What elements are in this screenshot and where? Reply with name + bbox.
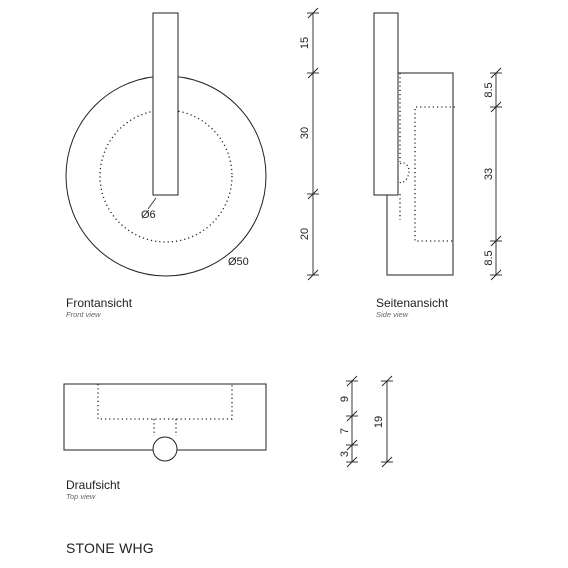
dim-top-right-total: 19 xyxy=(373,416,385,428)
large-diameter-label: Ø50 xyxy=(228,256,249,268)
top-view-caption: Draufsicht Top view xyxy=(66,478,120,502)
product-name: STONE WHG xyxy=(66,540,154,556)
small-diameter-leader xyxy=(147,197,157,210)
front-view xyxy=(65,12,267,277)
dim-front-middle: 30 xyxy=(299,127,311,139)
dim-tick xyxy=(346,375,358,387)
front-view-subtitle: Front view xyxy=(66,310,101,319)
top-hidden-shaft xyxy=(153,419,177,436)
dim-tick xyxy=(490,269,502,281)
side-view-title: Seitenansicht xyxy=(376,296,449,310)
dim-tick xyxy=(307,7,319,19)
front-view-title: Frontansicht xyxy=(66,296,133,310)
side-hidden-recess xyxy=(414,106,455,242)
top-view-subtitle: Top view xyxy=(66,492,96,501)
side-hook-bar xyxy=(373,12,399,196)
front-dimension-chain xyxy=(307,7,319,281)
dim-side-upper: 8.5 xyxy=(483,82,495,97)
dim-tick xyxy=(346,439,358,451)
dim-top-left-upper: 9 xyxy=(339,396,351,402)
dim-front-lower: 20 xyxy=(299,228,311,240)
hook-bar xyxy=(152,12,179,196)
top-view xyxy=(63,383,267,462)
dim-side-middle: 33 xyxy=(483,168,495,180)
dim-tick xyxy=(307,269,319,281)
hidden-recess-circle xyxy=(99,109,233,243)
side-dimension-chain xyxy=(490,67,502,281)
dim-tick xyxy=(346,410,358,422)
top-hook-bar-section xyxy=(152,436,178,462)
side-hidden-pin xyxy=(395,162,410,184)
top-left-dimension-chain xyxy=(346,375,358,468)
dim-front-upper: 15 xyxy=(299,37,311,49)
top-hidden-recess xyxy=(97,384,233,420)
front-view-caption: Frontansicht Front view xyxy=(66,296,132,320)
side-view-caption: Seitenansicht Side view xyxy=(376,296,448,320)
small-diameter-label: Ø6 xyxy=(141,209,156,221)
dim-tick xyxy=(307,67,319,79)
dim-tick xyxy=(381,456,393,468)
dim-side-lower: 8.5 xyxy=(483,250,495,265)
dim-top-left-middle: 7 xyxy=(339,428,351,434)
dim-tick xyxy=(490,101,502,113)
dim-top-left-lower: 3 xyxy=(339,451,351,457)
top-view-title: Draufsicht xyxy=(66,478,121,492)
dim-tick xyxy=(381,375,393,387)
dim-tick xyxy=(346,456,358,468)
side-view xyxy=(373,12,455,276)
side-view-subtitle: Side view xyxy=(376,310,409,319)
dim-tick xyxy=(307,188,319,200)
dim-tick xyxy=(490,235,502,247)
dim-tick xyxy=(490,67,502,79)
top-right-dimension-chain xyxy=(381,375,393,468)
